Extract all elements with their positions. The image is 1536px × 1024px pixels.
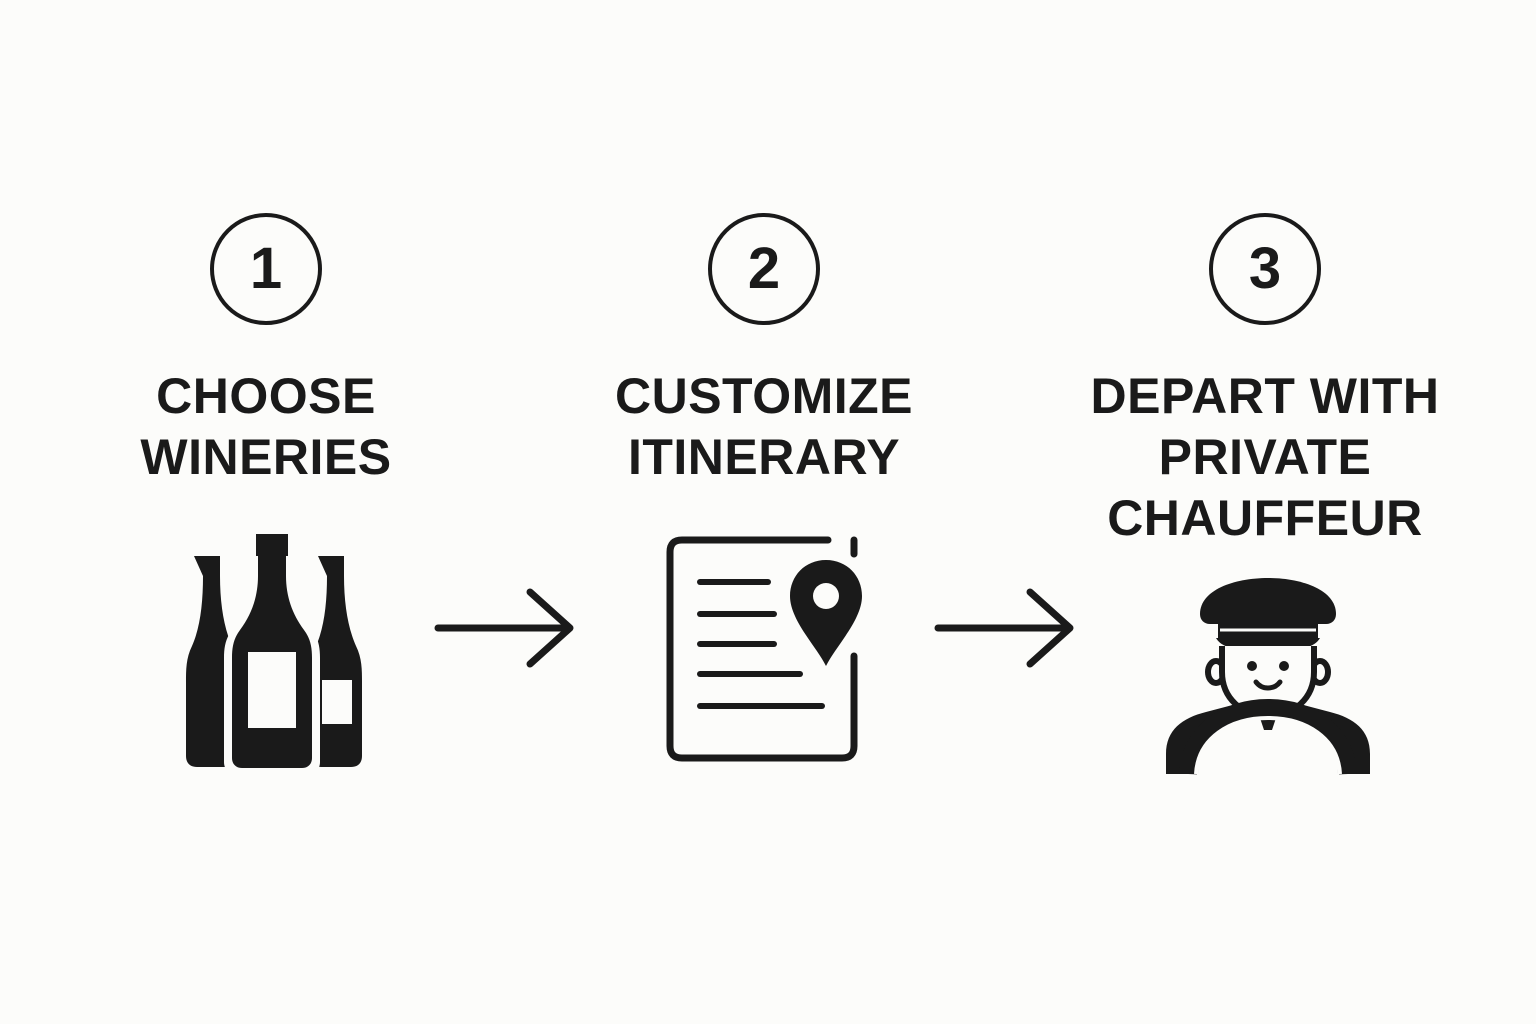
step-title-line: CHAUFFEUR (1107, 490, 1423, 546)
step-title-line: WINERIES (140, 429, 392, 485)
itinerary-map-pin-icon (666, 536, 862, 762)
step-customize-itinerary: 2 CUSTOMIZE ITINERARY (554, 0, 974, 1024)
step-title-line: DEPART WITH (1090, 368, 1440, 424)
step-number: 1 (249, 236, 283, 301)
arrow-right-icon (934, 588, 1074, 668)
step-number: 3 (1248, 236, 1282, 301)
wine-bottles-icon (186, 530, 362, 776)
step-title-line: CUSTOMIZE (614, 368, 914, 424)
step-number-badge: 1 (210, 213, 322, 325)
arrow-right-icon (434, 588, 574, 668)
step-title: CUSTOMIZE ITINERARY (554, 366, 974, 488)
chauffeur-icon (1166, 578, 1370, 775)
step-title-line: ITINERARY (627, 429, 901, 485)
step-number: 2 (747, 236, 781, 301)
step-title-line: CHOOSE (156, 368, 376, 424)
step-choose-wineries: 1 CHOOSE WINERIES (56, 0, 476, 1024)
step-title: CHOOSE WINERIES (56, 366, 476, 488)
step-number-badge: 3 (1209, 213, 1321, 325)
step-depart-with-private-chauffeur: 3 DEPART WITH PRIVATE CHAUFFEUR (1055, 0, 1475, 1024)
step-number-badge: 2 (708, 213, 820, 325)
step-title-line: PRIVATE (1158, 429, 1372, 485)
step-title: DEPART WITH PRIVATE CHAUFFEUR (1055, 366, 1475, 549)
